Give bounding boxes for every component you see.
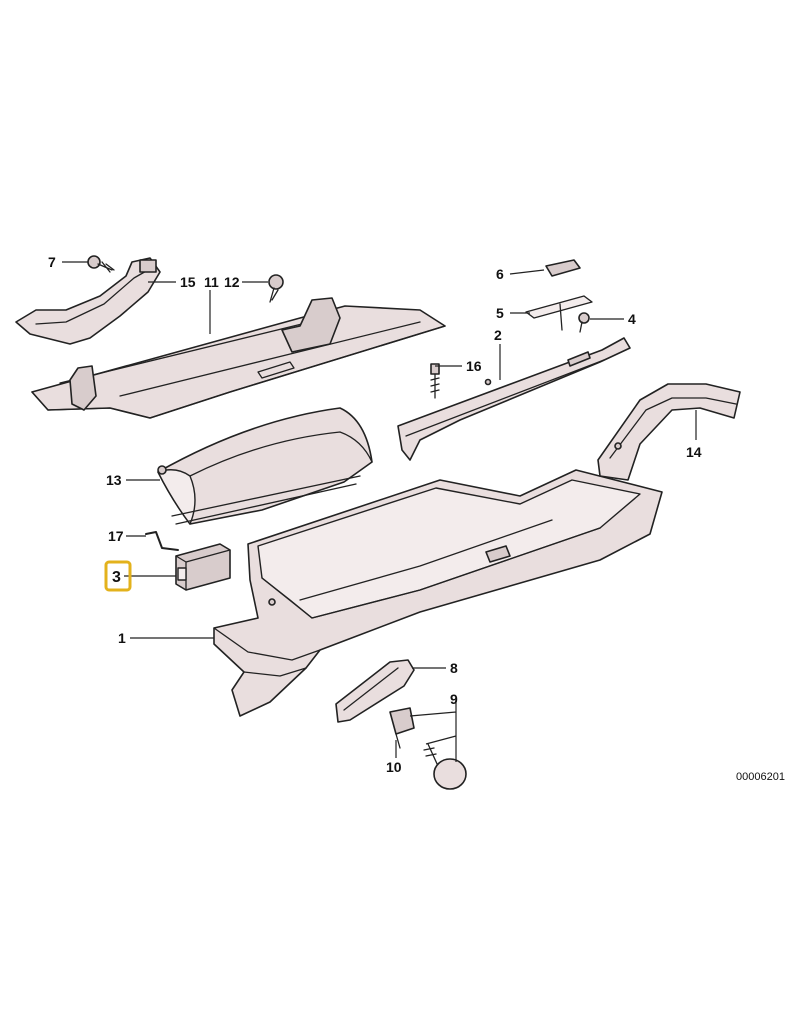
callout-12[interactable]: 12	[224, 274, 240, 290]
callout-4[interactable]: 4	[628, 311, 636, 327]
part-10-switch[interactable]	[389, 707, 415, 749]
part-4-screw[interactable]	[578, 312, 590, 333]
part-7-screw[interactable]	[87, 255, 115, 273]
callout-2[interactable]: 2	[494, 327, 502, 343]
part-8-handle[interactable]	[335, 659, 415, 723]
callout-3-highlight	[104, 560, 132, 592]
part-16-bolt[interactable]	[430, 363, 440, 399]
callout-6[interactable]: 6	[496, 266, 504, 282]
callouts: 7 15 11 12 6 5 4 2 16 13 17 1 14 8 9 10 …	[48, 254, 702, 775]
part-5-plate[interactable]	[525, 295, 593, 331]
callout-7[interactable]: 7	[48, 254, 56, 270]
part-2-strip[interactable]	[397, 337, 631, 461]
drawing-number: 00006201	[736, 771, 785, 783]
part-6-clip[interactable]	[545, 259, 581, 277]
callout-8[interactable]: 8	[450, 660, 458, 676]
callout-1[interactable]: 1	[118, 630, 126, 646]
callout-13[interactable]: 13	[106, 472, 122, 488]
callout-9[interactable]: 9	[450, 691, 458, 707]
callout-11[interactable]: 11	[204, 274, 219, 290]
callout-5[interactable]: 5	[496, 305, 504, 321]
part-13-lid-shell[interactable]	[157, 407, 373, 525]
part-15-bracket[interactable]	[15, 257, 161, 345]
part-9-screw-knob[interactable]	[423, 743, 467, 790]
callout-3[interactable]: 3	[112, 569, 121, 586]
callout-17[interactable]: 17	[108, 528, 124, 544]
callout-10[interactable]: 10	[386, 759, 402, 775]
leader-lines	[62, 261, 697, 762]
part-1-glovebox[interactable]	[213, 469, 663, 717]
callout-14[interactable]: 14	[686, 444, 702, 460]
part-11-trim-panel[interactable]	[31, 297, 446, 419]
part-17-rod[interactable]	[145, 531, 179, 551]
part-3-lock[interactable]	[175, 543, 231, 591]
part-12-screw[interactable]	[268, 274, 284, 303]
part-14-side-trim[interactable]	[597, 383, 741, 481]
callout-15[interactable]: 15	[180, 274, 196, 290]
callout-16[interactable]: 16	[466, 358, 482, 374]
